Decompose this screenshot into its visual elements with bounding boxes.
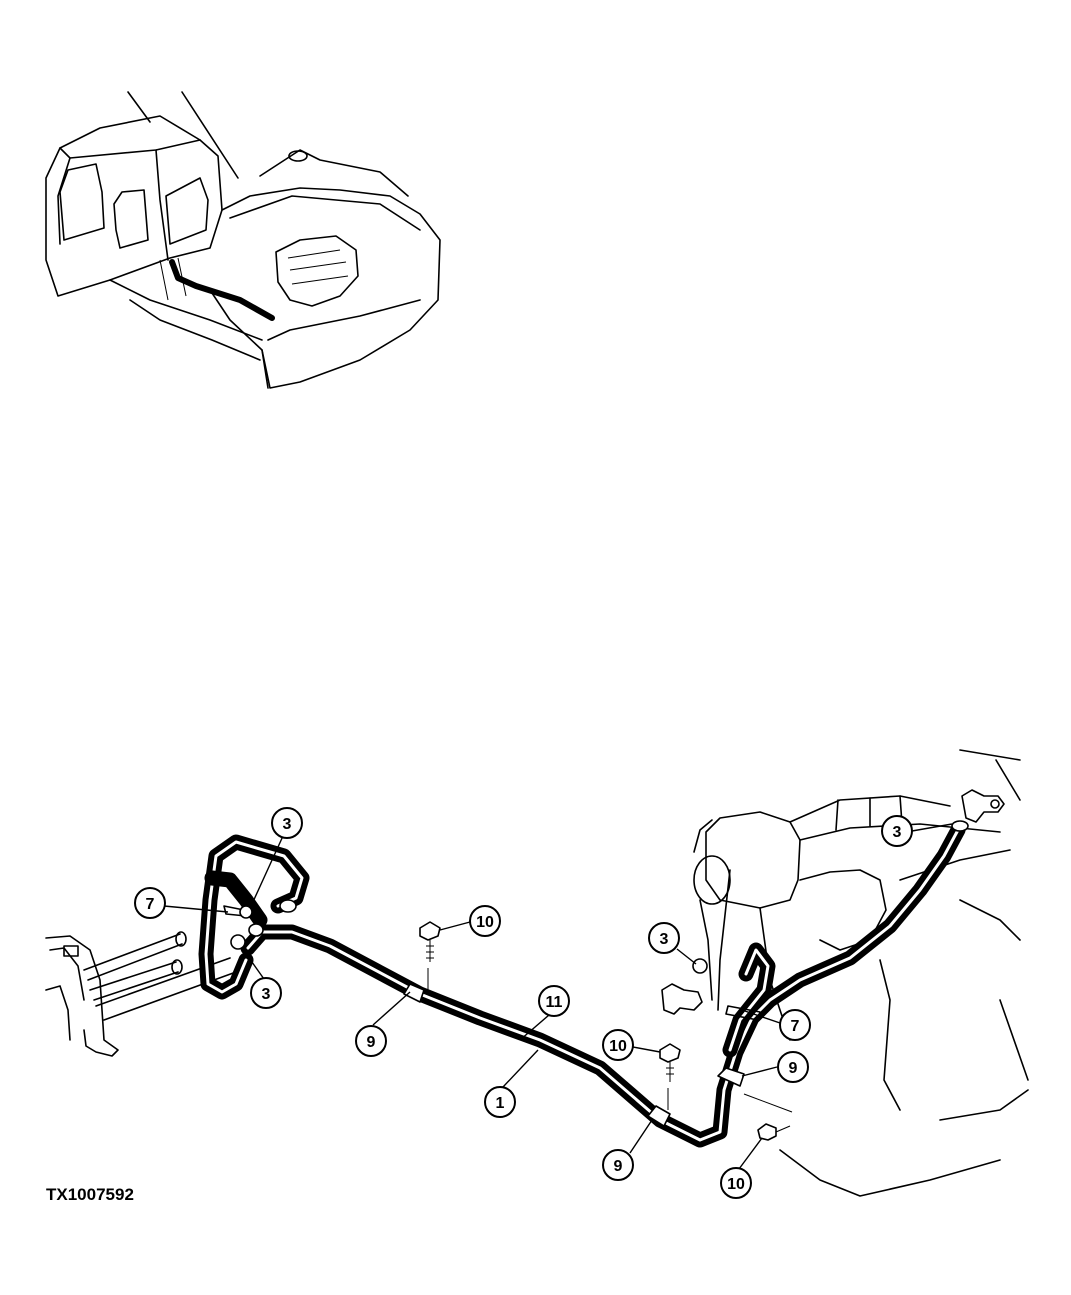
svg-text:7: 7 (146, 896, 155, 913)
svg-text:9: 9 (367, 1034, 376, 1051)
figure-id: TX1007592 (46, 1185, 134, 1204)
excavator-overview-illustration (45, 91, 441, 389)
callout-10-top: 10 (469, 905, 501, 937)
callout-1: 1 (484, 1086, 516, 1118)
svg-text:10: 10 (476, 914, 494, 931)
callout-3-middle: 3 (648, 922, 680, 954)
callout-9-bottom: 9 (602, 1149, 634, 1181)
callout-10-bottom: 10 (720, 1167, 752, 1199)
svg-text:10: 10 (727, 1176, 745, 1193)
svg-text:3: 3 (262, 986, 271, 1003)
svg-text:3: 3 (283, 816, 292, 833)
svg-text:10: 10 (609, 1038, 627, 1055)
svg-text:9: 9 (614, 1158, 623, 1175)
svg-text:3: 3 (893, 824, 902, 841)
callout-9-right: 9 (777, 1051, 809, 1083)
callout-7-right: 7 (779, 1009, 811, 1041)
callout-10-middle: 10 (602, 1029, 634, 1061)
svg-text:11: 11 (546, 994, 563, 1011)
hose-assembly (198, 820, 969, 1148)
callout-7-left: 7 (134, 887, 166, 919)
callout-3-right: 3 (881, 815, 913, 847)
callout-3-top: 3 (271, 807, 303, 839)
callout-11: 11 (538, 985, 570, 1017)
callout-9-left: 9 (355, 1025, 387, 1057)
svg-text:1: 1 (496, 1095, 505, 1112)
svg-text:3: 3 (660, 931, 669, 948)
svg-text:9: 9 (789, 1060, 798, 1077)
callout-3-left-bottom: 3 (250, 977, 282, 1009)
svg-text:7: 7 (791, 1018, 800, 1035)
leader-lines (163, 823, 953, 1170)
engine-outline (661, 749, 1029, 1197)
